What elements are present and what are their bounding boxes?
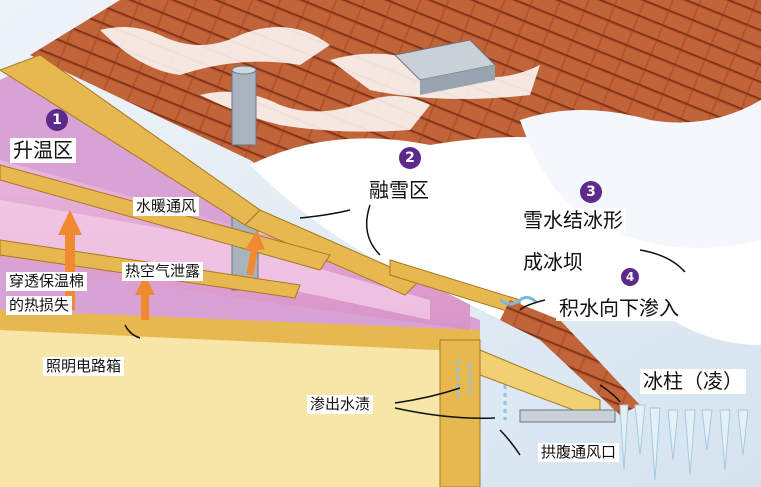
leader-lines — [124, 204, 686, 456]
roof-vent-box-side — [420, 65, 495, 95]
zone-label-heat-rise: 升温区 — [10, 138, 76, 163]
zone-label-ice-dam-1: 雪水结冰形 — [520, 208, 626, 233]
snow-patch — [200, 91, 430, 132]
zone-number-3: 3 — [580, 181, 602, 203]
zone-number-4: 4 — [621, 268, 639, 286]
collar-beam — [0, 164, 331, 271]
zone-label-water-seep: 积水向下渗入 — [556, 296, 682, 321]
zone-number-2: 2 — [399, 147, 421, 169]
icicles — [619, 404, 749, 481]
water-seep — [499, 295, 538, 306]
callout-icicles: 冰柱（凌） — [640, 369, 746, 394]
zone-label-snow-melt: 融雪区 — [366, 178, 432, 203]
zone-label-ice-dam-2: 成冰坝 — [520, 250, 586, 275]
callout-lighting-box: 照明电路箱 — [43, 357, 125, 377]
callout-soffit-vent: 拱腹通风口 — [538, 443, 620, 463]
vent-pipe-top — [231, 69, 257, 146]
callout-hot-air-leak: 热空气泄露 — [122, 262, 204, 282]
water-drips — [456, 360, 507, 420]
callout-water-stain: 渗出水渍 — [307, 395, 374, 415]
snow-patch — [100, 26, 330, 75]
wall-stud — [439, 339, 481, 487]
zone-number-1: 1 — [46, 109, 68, 131]
callout-insulation-loss-line1: 穿透保温棉 — [6, 272, 88, 292]
soffit-vent — [519, 409, 616, 423]
callout-water-heating-vent: 水暖通风 — [133, 197, 200, 217]
insulation-band-light — [0, 200, 430, 320]
room-below — [0, 330, 480, 487]
eave-tiles — [500, 300, 640, 415]
callout-insulation-loss-line2: 的热损失 — [6, 296, 73, 316]
ceiling-joist — [0, 310, 480, 352]
